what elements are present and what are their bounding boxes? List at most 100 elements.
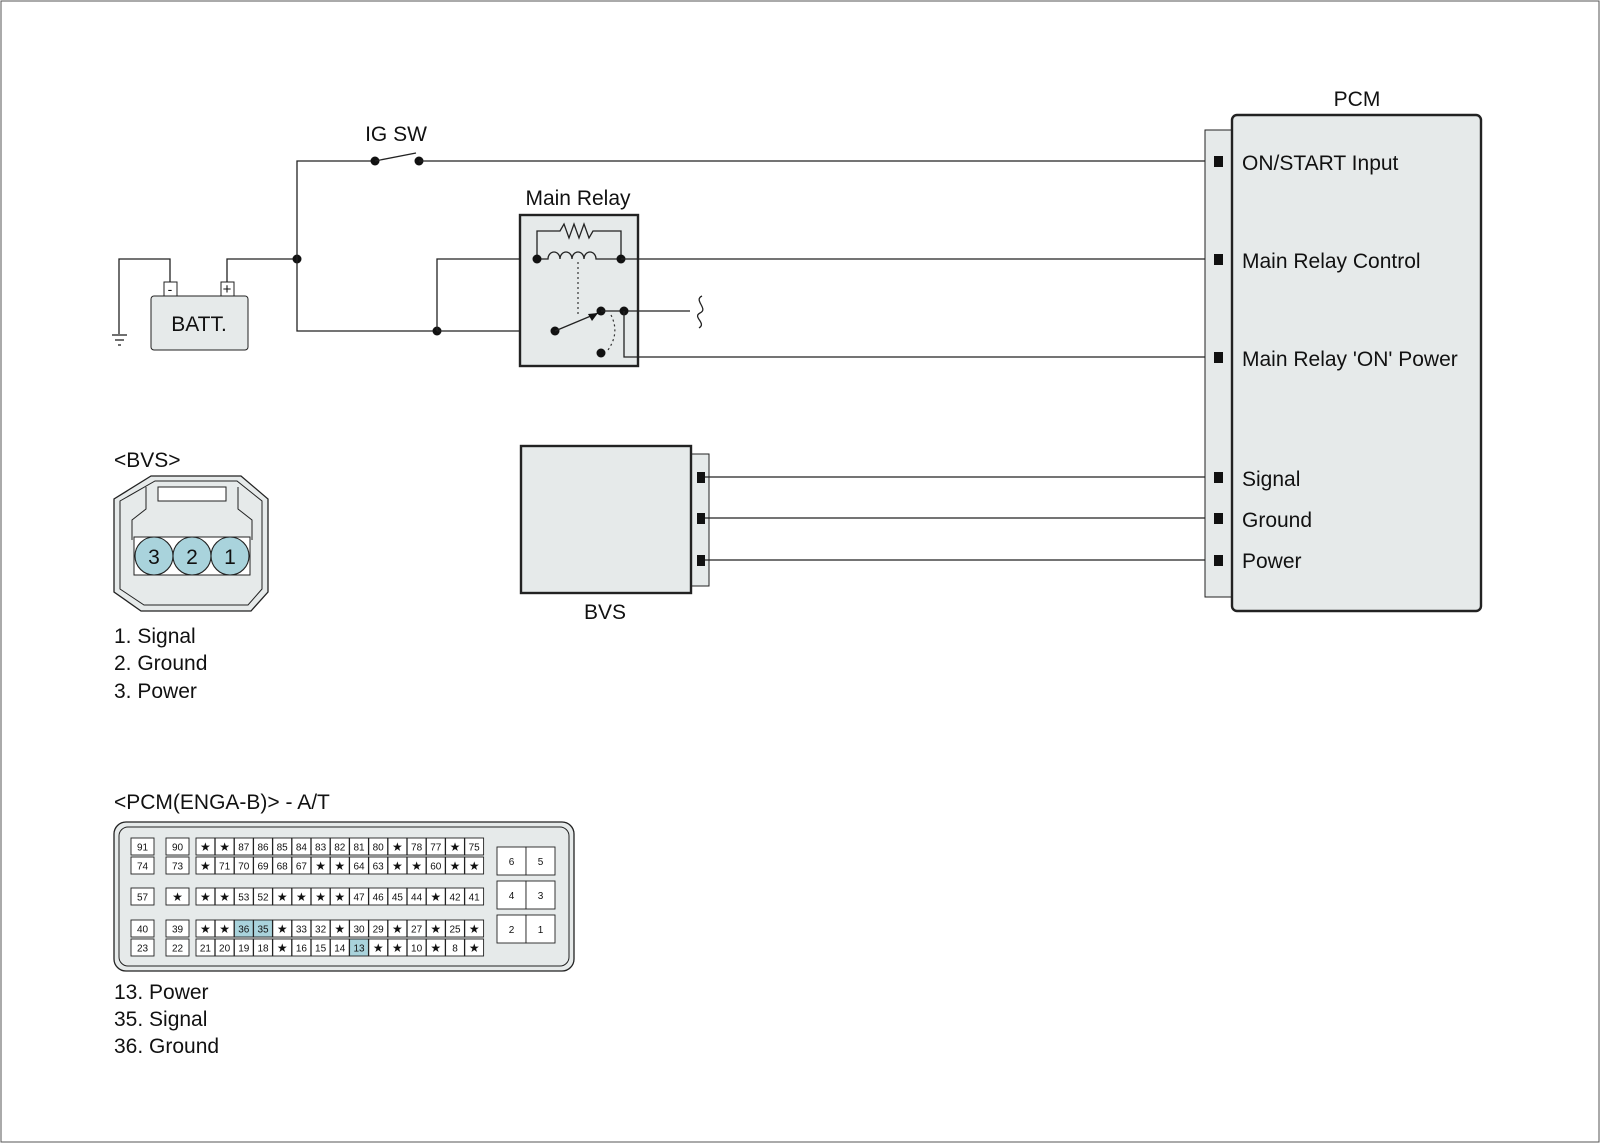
pcm-connector-pin-number: ★ <box>373 941 384 955</box>
pcm-pin-on-start: ON/START Input <box>1242 152 1399 175</box>
pcm-connector-pin-number: 87 <box>238 843 250 854</box>
battery-body <box>150 295 249 351</box>
pcm-connector-pin-number: 91 <box>137 843 149 854</box>
pcm-connector-pin-number: 13 <box>353 944 365 955</box>
pcm-connector-pin-cell <box>130 887 155 906</box>
pcm-connector-pin-number: 27 <box>411 925 423 936</box>
wire-relay-on-power <box>623 311 1212 358</box>
pcm-connector-pin-number: 60 <box>430 862 442 873</box>
pcm-pin-list-item: 35. Signal <box>114 1008 207 1031</box>
pcm-connector-pin-number: ★ <box>392 840 403 854</box>
pcm-pin-list-item: 13. Power <box>114 981 209 1004</box>
pcm-pin-list-item: 36. Ground <box>114 1035 219 1058</box>
pcm-connector-pin-number: 73 <box>172 862 184 873</box>
pcm-connector-pin-number: 18 <box>257 944 269 955</box>
wire-to-ig-sw <box>296 160 375 259</box>
pcm-pin-relay-control: Main Relay Control <box>1242 250 1421 273</box>
pcm-connector-pin-number: ★ <box>469 941 480 955</box>
pcm-connector-pin-number: 8 <box>452 944 458 955</box>
pcm-connector-pin-number: 85 <box>277 843 289 854</box>
pcm-connector-pin-number: ★ <box>392 941 403 955</box>
pcm-connector-pin-number: 86 <box>257 843 269 854</box>
pcm-connector-pin-number: 32 <box>315 925 327 936</box>
pcm-connector-pin-cell <box>525 914 556 944</box>
pcm-connector-pin-cell <box>165 856 190 875</box>
pcm-connector-pin-number: 16 <box>296 944 308 955</box>
pcm-connector-pin-number: ★ <box>469 859 480 873</box>
pcm-connector-pin-number: ★ <box>392 922 403 936</box>
pcm-connector-pin-number: 69 <box>257 862 269 873</box>
bvs-module <box>519 444 710 595</box>
pcm-connector-pin-number: 70 <box>238 862 250 873</box>
battery: BATT. - + <box>150 281 249 351</box>
wire-batt-relay-feed <box>296 259 437 332</box>
pcm-pin-power: Power <box>1242 550 1302 573</box>
pcm-connector-pin-number: ★ <box>200 922 211 936</box>
pcm-connector-pin-number: 39 <box>172 925 184 936</box>
wire-to-coil <box>436 258 537 331</box>
pcm-pin-ground: Ground <box>1242 509 1312 532</box>
bvs-pin-list-item: 1. Signal <box>114 625 196 648</box>
pcm-connector-pin-number: 67 <box>296 862 308 873</box>
wire-batt-plus <box>226 258 297 282</box>
pcm-connector-pin-number: 5 <box>538 857 544 868</box>
pcm-pin-relay-on-power: Main Relay 'ON' Power <box>1242 348 1458 371</box>
pcm-connector-pin-cell <box>464 837 485 856</box>
pcm-connector-pin-number: ★ <box>200 890 211 904</box>
pcm-connector-pin-number: 25 <box>449 925 461 936</box>
ig-sw-label: IG SW <box>365 123 427 146</box>
pcm-connector-pin-number: 3 <box>538 891 544 902</box>
pcm-connector-pin-number: 36 <box>238 925 250 936</box>
pcm-connector-pin-cell <box>464 919 485 938</box>
pcm-connector-pin-cell <box>464 856 485 875</box>
pcm-connector-pin-cell <box>130 919 155 938</box>
pcm-connector-pin-number: ★ <box>219 890 230 904</box>
pcm-connector-pin-cell <box>165 837 190 856</box>
pcm-connector-pin-number: 53 <box>238 893 250 904</box>
bvs-pin-list-item: 2. Ground <box>114 652 207 675</box>
battery-plus-sign: + <box>223 281 232 298</box>
pcm-connector-pin-number: ★ <box>277 922 288 936</box>
pcm-connector-pin-number: ★ <box>411 859 422 873</box>
pcm-connector-pin-number: 45 <box>392 893 404 904</box>
pcm-connector-pin-number: 33 <box>296 925 308 936</box>
pcm-connector-pin-number: 52 <box>257 893 269 904</box>
pcm-connector-pin-number: 82 <box>334 843 346 854</box>
pcm-connector-pin-number: ★ <box>277 941 288 955</box>
pcm-connector-title: <PCM(ENGA-B)> - A/T <box>114 791 330 814</box>
pcm-connector-pin-number: ★ <box>296 890 307 904</box>
pcm-connector-pin-number: ★ <box>219 922 230 936</box>
battery-label: BATT. <box>171 313 227 336</box>
bvs-connector-pin-number: 3 <box>148 546 160 569</box>
pcm-connector-pin-number: 68 <box>277 862 289 873</box>
pcm-connector-pin-number: 14 <box>334 944 346 955</box>
pcm-connector-pin-number: ★ <box>277 890 288 904</box>
bvs-connector-pin-number: 2 <box>186 546 198 569</box>
pcm-connector-pin-number: 47 <box>353 893 365 904</box>
main-relay-label: Main Relay <box>525 187 631 210</box>
pcm-connector-pin-number: 6 <box>509 857 515 868</box>
pcm-connector-pin-number: 10 <box>411 944 423 955</box>
pcm-connector-pin-number: ★ <box>430 890 441 904</box>
pcm-connector-pin-number: 4 <box>509 891 515 902</box>
pcm-connector-pin-number: 22 <box>172 944 184 955</box>
pcm-connector-pin-number: 40 <box>137 925 149 936</box>
pcm-connector-pin-number: 71 <box>219 862 231 873</box>
bvs-connector: 3 2 1 <box>113 475 269 612</box>
pcm-connector-pin-number: ★ <box>469 922 480 936</box>
pcm-connector-pin-cell <box>525 880 556 910</box>
bvs-connector-title: <BVS> <box>114 449 181 472</box>
pcm-connector-pin-number: 30 <box>353 925 365 936</box>
pcm-connector-pin-cell <box>130 837 155 856</box>
pcm-connector-pin-number: 21 <box>200 944 212 955</box>
bvs-label: BVS <box>584 601 626 624</box>
pcm-connector-pin-number: 63 <box>373 862 385 873</box>
pcm-connector-pin-number: 83 <box>315 843 327 854</box>
pcm-connector-pin-cell <box>165 887 190 906</box>
pcm-connector-pin-number: 2 <box>509 925 515 936</box>
ground-icon <box>112 258 171 346</box>
pcm-connector-pin-number: 81 <box>353 843 365 854</box>
pcm-connector-pin-number: 35 <box>257 925 269 936</box>
